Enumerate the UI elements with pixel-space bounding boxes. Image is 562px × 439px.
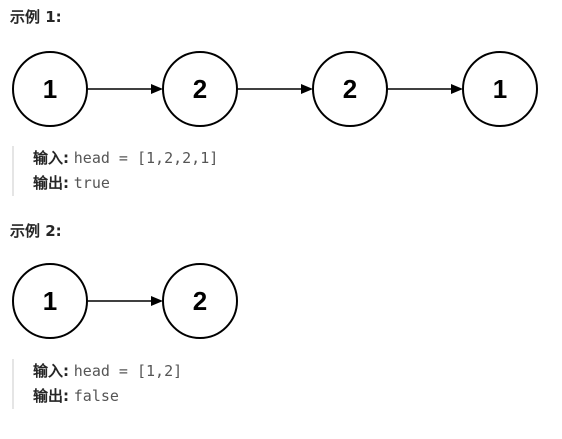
arrow-head-icon [151,84,163,94]
arrow-head-icon [301,84,313,94]
input-label: 输入: [33,362,69,380]
example-1-input-line: 输入: head = [1,2,2,1] [33,146,218,171]
node-value: 2 [193,74,207,104]
list-node-4: 1 [462,51,538,127]
output-label: 输出: [33,387,69,405]
node-value: 1 [43,74,57,104]
input-label: 输入: [33,149,69,167]
node-value: 1 [493,74,507,104]
input-value: head = [1,2] [73,362,183,380]
example-1-title: 示例 1: [10,8,62,26]
output-value: false [73,387,119,405]
arrow-head-icon [451,84,463,94]
example-2-input-line: 输入: head = [1,2] [33,359,182,384]
input-value: head = [1,2,2,1] [73,149,219,167]
example-2-title: 示例 2: [10,222,62,240]
list-node-3: 2 [312,51,388,127]
node-value: 1 [43,286,57,316]
example-1-linked-list-diagram: 1 2 2 1 [12,51,538,127]
node-value: 2 [343,74,357,104]
output-value: true [73,174,110,192]
node-value: 2 [193,286,207,316]
example-2-linked-list-diagram: 1 2 [12,263,238,339]
list-node-1: 1 [12,263,88,339]
arrow-head-icon [151,296,163,306]
example-2-io-block: 输入: head = [1,2] 输出: false [12,359,182,409]
list-node-2: 2 [162,263,238,339]
example-2-output-line: 输出: false [33,384,182,409]
output-label: 输出: [33,174,69,192]
example-1-io-block: 输入: head = [1,2,2,1] 输出: true [12,146,218,196]
list-node-2: 2 [162,51,238,127]
list-node-1: 1 [12,51,88,127]
example-1-output-line: 输出: true [33,171,218,196]
